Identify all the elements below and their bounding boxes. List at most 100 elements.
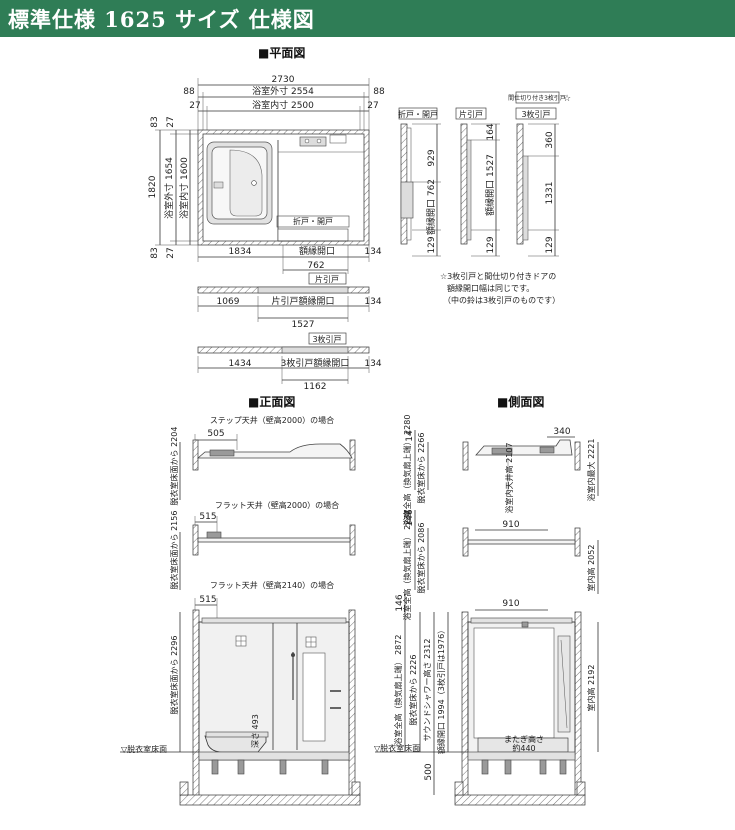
note-line-3: （中の鈴は3枚引戸のものです） <box>443 295 560 305</box>
front-flat-ceiling-2140: フラット天井（壁高2140）の場合 515 脱衣室床面から 2296 深さ 49… <box>120 580 361 806</box>
plan-section-title: ■平面図 <box>258 46 306 60</box>
partition-star: ☆ <box>563 94 571 104</box>
title-bar: 標準仕様 1625 サイズ 仕様図 <box>0 0 735 37</box>
plan-bottom-dimensions: 1834 額縁開口 134 762 <box>197 245 382 274</box>
plan-bottom-right: 134 <box>364 247 381 257</box>
door-note: ☆3枚引戸と間仕切り付きドアの 額縁開口幅は同じです。 （中の鈴は3枚引戸のもの… <box>440 271 560 305</box>
side2-width: 910 <box>502 520 519 530</box>
triple-sliding-total: 1162 <box>304 382 327 392</box>
side-step-ceiling: 14 浴室全高（換気扇上端） 2280 脱衣室床から 2266 340 浴室内天… <box>402 415 599 526</box>
plan-view: 2730 88 88 浴室外寸 2554 27 27 浴室内寸 2500 182… <box>148 75 385 274</box>
folding-section-mid: 額縁開口 762 <box>425 179 437 235</box>
plan-bathroom: 折戸・開戸 <box>197 129 370 246</box>
side1-ceiling: 浴室内天井高 2107 <box>504 443 514 514</box>
note-line-1: ☆3枚引戸と間仕切り付きドアの <box>440 271 556 281</box>
single-sliding-right: 134 <box>364 297 381 307</box>
plan-inner-margin-left: 27 <box>189 101 200 111</box>
plan-left-margin: 88 <box>183 87 195 97</box>
side3-from-floor: 脱衣室床から 2226 <box>408 655 418 726</box>
front-dim2-side: 脱衣室床面から 2156 <box>169 511 179 590</box>
note-line-2: 額縁開口幅は同じです。 <box>447 283 534 293</box>
front-step-ceiling: ステップ天井（壁高2000）の場合 505 脱衣室床面から 2204 <box>169 415 356 506</box>
front-caption-2: フラット天井（壁高2000）の場合 <box>215 500 339 510</box>
triple-sliding-mid: 3枚引戸額縁開口 <box>281 357 350 369</box>
plan-outer-depth: 浴室外寸 1654 <box>163 157 175 219</box>
front-dim3-top: 515 <box>199 595 216 605</box>
front-dim3-side: 脱衣室床面から 2296 <box>169 636 179 715</box>
side2-room: 室内高 2052 <box>586 545 596 592</box>
plan-opening-width: 762 <box>307 261 324 271</box>
side2-total: 浴室全高（換気扇上端） 2232 <box>402 510 412 621</box>
front-caption-1: ステップ天井（壁高2000）の場合 <box>210 415 334 425</box>
front-dim2-top: 515 <box>199 512 216 522</box>
front-section-title: ■正面図 <box>248 395 296 409</box>
triple-section-top: 360 <box>545 131 555 148</box>
side-floor-label: ▽脱衣室床面 <box>374 743 420 753</box>
front-dim1-side: 脱衣室床面から 2204 <box>169 427 179 506</box>
plan-top-margin: 83 <box>150 116 160 127</box>
side3-room: 室内高 2192 <box>586 665 596 712</box>
front-caption-3: フラット天井（壁高2140）の場合 <box>210 580 334 590</box>
side3-frame: 額縁開口 1994（3枚引戸は1976） <box>436 626 446 754</box>
side-section-heading: ■側面図 <box>497 393 544 410</box>
single-sliding-total: 1527 <box>292 320 315 330</box>
side1-max: 浴室内最大 2221 <box>586 439 596 502</box>
plan-top-inner: 27 <box>166 116 176 127</box>
page-title: 標準仕様 1625 サイズ 仕様図 <box>8 7 315 32</box>
triple-section-bottom: 129 <box>545 236 555 253</box>
single-sliding-variant: 片引戸 1069 片引戸額縁開口 134 1527 <box>197 272 382 330</box>
side-flat-ceiling-2140: 146 浴室全高（換気扇上端） 2872 脱衣室床から 2226 サウンドシャワ… <box>374 594 599 806</box>
plan-right-margin: 88 <box>373 87 385 97</box>
front-floor-label: ▽脱衣室床面 <box>121 744 167 754</box>
plan-outer-width: 浴室外寸 2554 <box>252 85 314 97</box>
plan-bottom-margin: 83 <box>150 247 160 258</box>
plan-overall-width: 2730 <box>272 75 295 85</box>
door-section-triple: 間仕切り付き3枚引戸 ☆ 3枚引戸 360 1331 129 <box>508 91 571 257</box>
triple-sliding-tag: 3枚引戸 <box>312 334 341 344</box>
plan-inner-width: 浴室内寸 2500 <box>252 99 314 111</box>
plan-bottom-inner: 27 <box>166 247 176 258</box>
folding-section-top: 929 <box>427 149 437 166</box>
front-flat-ceiling-2000: フラット天井（壁高2000）の場合 515 脱衣室床面から 2156 <box>169 500 356 590</box>
side1-total: 浴室全高（換気扇上端） 2280 <box>402 415 412 526</box>
front-depth-label: 深さ 493 <box>251 714 260 748</box>
side2-top: 146 <box>405 509 415 526</box>
side-flat-ceiling-2000: 146 浴室全高（換気扇上端） 2232 脱衣室床から 2086 910 室内高… <box>402 509 599 621</box>
side3-width: 910 <box>502 599 519 609</box>
single-section-mid: 額縁開口 1527 <box>484 154 496 216</box>
side3-top: 146 <box>395 594 405 611</box>
single-section-tag: 片引戸 <box>459 109 483 119</box>
plan-section-heading: ■平面図 <box>258 44 305 61</box>
plan-bottom-left: 1834 <box>229 247 252 257</box>
triple-sliding-right: 134 <box>364 359 381 369</box>
triple-sliding-left: 1434 <box>229 359 252 369</box>
side-section-title: ■側面図 <box>497 395 545 409</box>
side2-from-floor: 脱衣室床から 2086 <box>416 523 426 594</box>
plan-overall-depth: 1820 <box>148 175 158 198</box>
front-dim1-top: 505 <box>207 429 224 439</box>
partition-section-tag: 間仕切り付き3枚引戸 <box>508 94 566 102</box>
triple-section-mid: 1331 <box>545 182 555 205</box>
door-section-single: 片引戸 164 額縁開口 1527 129 <box>455 107 500 257</box>
plan-inner-depth: 浴室内寸 1600 <box>178 157 190 219</box>
single-sliding-mid: 片引戸額縁開口 <box>271 295 334 307</box>
plan-inner-margin-right: 27 <box>367 101 378 111</box>
triple-sliding-variant: 3枚引戸 1434 3枚引戸額縁開口 134 1162 <box>197 332 382 392</box>
side3-base: 500 <box>424 763 434 780</box>
plan-door-tag: 折戸・開戸 <box>293 216 333 226</box>
side3-total: 浴室全高（換気扇上端） 2872 <box>393 635 403 746</box>
plan-frame-opening: 額縁開口 <box>299 245 335 257</box>
folding-section-tag: 折戸・開戸 <box>398 109 438 119</box>
plan-left-dimensions: 1820 83 27 浴室外寸 1654 浴室内寸 1600 27 83 <box>148 116 198 259</box>
single-sliding-left: 1069 <box>217 297 240 307</box>
side3-shower: サウンドシャワー高さ 2312 <box>422 639 432 742</box>
side3-step-label: またぎ高さ <box>504 734 544 744</box>
triple-section-tag: 3枚引戸 <box>521 109 550 119</box>
side1-top: 14 <box>405 430 415 442</box>
single-section-top: 164 <box>486 123 496 140</box>
side3-step-value: 約440 <box>512 743 535 753</box>
door-section-folding: 折戸・開戸 929 額縁開口 762 129 <box>398 107 441 257</box>
side1-from-floor: 脱衣室床から 2266 <box>416 433 426 504</box>
side1-right-top: 340 <box>553 427 570 437</box>
